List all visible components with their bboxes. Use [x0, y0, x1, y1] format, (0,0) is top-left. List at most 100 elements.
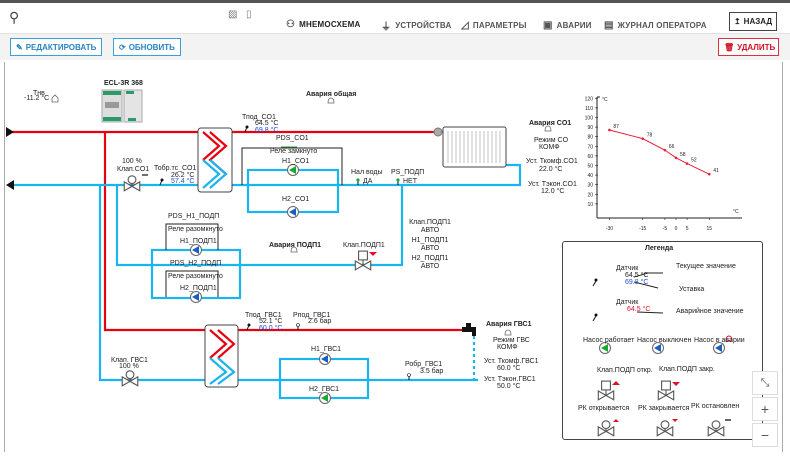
data-label: 41	[713, 168, 719, 174]
pump-h1-podp1-label: Н1_ПОДП1	[180, 238, 217, 245]
pobr-gvs1-label: Робр_ГВС1	[405, 361, 443, 368]
valve-co1[interactable]	[123, 175, 141, 192]
legend-pump-on: Насос работает	[583, 337, 635, 344]
tcomf-co1-label: Уст. Ткомф.CO1	[526, 158, 578, 165]
location-pin-icon[interactable]: ⚲	[9, 9, 20, 25]
tab-parameters[interactable]: ◿ПАРАМЕТРЫ	[461, 13, 527, 37]
pump-h2-co1[interactable]	[287, 206, 299, 218]
y-tick-label: 90	[587, 125, 593, 131]
pobr-gvs1-value: 3.5 бар	[420, 368, 444, 375]
y-tick-label: 110	[585, 106, 593, 112]
tcomf-gvs1-label: Уст. Ткомф.ГВС1	[484, 358, 539, 365]
pump-h2-gvs1[interactable]	[319, 392, 331, 404]
mode-gvs1-label: Режим ГВС	[493, 337, 530, 344]
x-tick-label: -5	[663, 226, 668, 232]
status-label: Клап.ПОДП1	[409, 219, 451, 226]
bell-icon[interactable]	[290, 246, 298, 253]
pump-h2-podp1[interactable]	[190, 291, 202, 303]
curve-line	[609, 129, 710, 175]
valve-closed-icon	[657, 380, 675, 401]
legend-graphics	[592, 272, 733, 437]
zoom-in-button[interactable]: +	[752, 397, 778, 421]
return-outlet-arrow	[6, 180, 14, 190]
legend-title: Легенда	[645, 245, 674, 252]
closing-indicator-icon	[369, 252, 377, 256]
fullscreen-button[interactable]: ⤡	[752, 371, 778, 395]
y-axis-label: °C	[602, 97, 608, 103]
tab-devices[interactable]: ⏚УСТРОЙСТВА	[381, 13, 451, 37]
ppod-gvs1-value: 2.6 бар	[308, 318, 332, 325]
x-tick-label: 5	[686, 226, 689, 232]
status-label: Н2_ПОДП1	[411, 255, 449, 262]
refresh-icon: ⟳	[119, 42, 126, 52]
teco-co1-value: 12.0 °C	[541, 188, 565, 195]
toolbar: ✎РЕДАКТИРОВАТЬ ⟳ОБНОВИТЬ 🗑УДАЛИТЬ	[0, 34, 790, 60]
relay-h1-podp-state: Реле разомкнуто	[168, 226, 223, 233]
legend-alarm-label: Аварийное значение	[676, 308, 744, 315]
controller-image	[101, 89, 143, 123]
pump-h1-co1-label: Н1_CO1	[282, 158, 310, 165]
y-tick-label: 20	[587, 192, 593, 198]
x-axis-label: °C	[733, 209, 739, 215]
plus-icon: +	[760, 401, 770, 417]
trash-icon[interactable]: ▯	[246, 9, 252, 20]
ps-podp-label: PS_ПОДП	[391, 169, 425, 176]
tab-label: ПАРАМЕТРЫ	[472, 20, 527, 30]
y-tick-label: 100	[585, 116, 594, 122]
curve-point	[708, 172, 711, 176]
y-tick-label: 60	[587, 154, 593, 160]
y-tick-label: 40	[587, 173, 593, 179]
y-tick-label: 70	[587, 144, 593, 150]
tpod-gvs1-value: 52.1 °C	[259, 318, 283, 325]
bell-icon[interactable]	[327, 97, 335, 104]
heat-exchanger-co1	[197, 127, 233, 193]
refresh-label: ОБНОВИТЬ	[128, 42, 175, 52]
valve-open-icon	[597, 380, 615, 401]
bell-icon[interactable]	[544, 125, 552, 132]
status-value: АВТО	[420, 263, 440, 270]
tpod-gvs1-setpoint: 60.0 °C	[259, 325, 283, 332]
legend-pump-off: Насос выключен	[637, 337, 692, 344]
refresh-button[interactable]: ⟳ОБНОВИТЬ	[113, 38, 181, 56]
legend-setpoint-value: 69.8 °C	[625, 279, 649, 286]
y-tick-label: 80	[587, 135, 593, 141]
back-button[interactable]: ↥НАЗАД	[729, 12, 777, 31]
status-value: АВТО	[420, 245, 440, 252]
tab-operator-journal[interactable]: ▤ЖУРНАЛ ОПЕРАТОРА	[604, 13, 707, 37]
bell-icon[interactable]	[504, 329, 512, 336]
valve-podp1[interactable]	[354, 250, 372, 271]
pump-h1-co1[interactable]	[287, 164, 299, 176]
alarm-gvs1: Авария ГВС1	[486, 321, 532, 328]
journal-icon: ▤	[604, 19, 614, 31]
tpod-co1-setpoint: 69.8 °C	[255, 127, 279, 134]
tobr-co1-value: 26.2 °C	[171, 172, 195, 179]
valve-gvs1[interactable]	[121, 370, 139, 387]
status-value: АВТО	[420, 227, 440, 234]
pump-h1-gvs1[interactable]	[319, 353, 331, 365]
edit-icon[interactable]: ▨	[228, 9, 238, 20]
legend-setpoint-label: Уставка	[679, 286, 705, 293]
data-label: 52	[691, 158, 697, 164]
zoom-out-button[interactable]: −	[752, 423, 778, 447]
pump-h1-gvs1-label: Н1_ГВС1	[311, 346, 342, 353]
chart-icon: ◿	[461, 19, 469, 31]
device-icon: ⏚	[381, 21, 392, 33]
delete-button[interactable]: 🗑УДАЛИТЬ	[718, 38, 779, 56]
ppod-gvs1-label: Рпод_ГВС1	[293, 312, 331, 319]
expand-icon: ⤡	[760, 376, 770, 389]
alarm-podp1: Авария ПОДП1	[269, 242, 322, 249]
pump-h2-gvs1-label: Н2_ГВС1	[309, 386, 340, 393]
legend-sensor: Датчик	[616, 265, 639, 272]
diagram-panel	[4, 62, 783, 452]
curve-point	[674, 156, 678, 160]
y-tick-label: 120	[585, 96, 594, 102]
rk-closing-icon	[656, 420, 674, 437]
edit-button[interactable]: ✎РЕДАКТИРОВАТЬ	[10, 38, 102, 56]
rk-stopped-icon	[707, 420, 725, 437]
pump-h1-podp1[interactable]	[190, 244, 202, 256]
tab-alarms[interactable]: ▣АВАРИИ	[543, 13, 592, 37]
legend-current-value: 64.5 °C	[625, 272, 649, 279]
legend-valve-open: Клап.ПОДП откр.	[597, 367, 653, 374]
y-tick-label: 50	[587, 164, 593, 170]
legend: Легенда Датчик 64.5 °C 69.8 °C Текущее з…	[562, 241, 763, 440]
